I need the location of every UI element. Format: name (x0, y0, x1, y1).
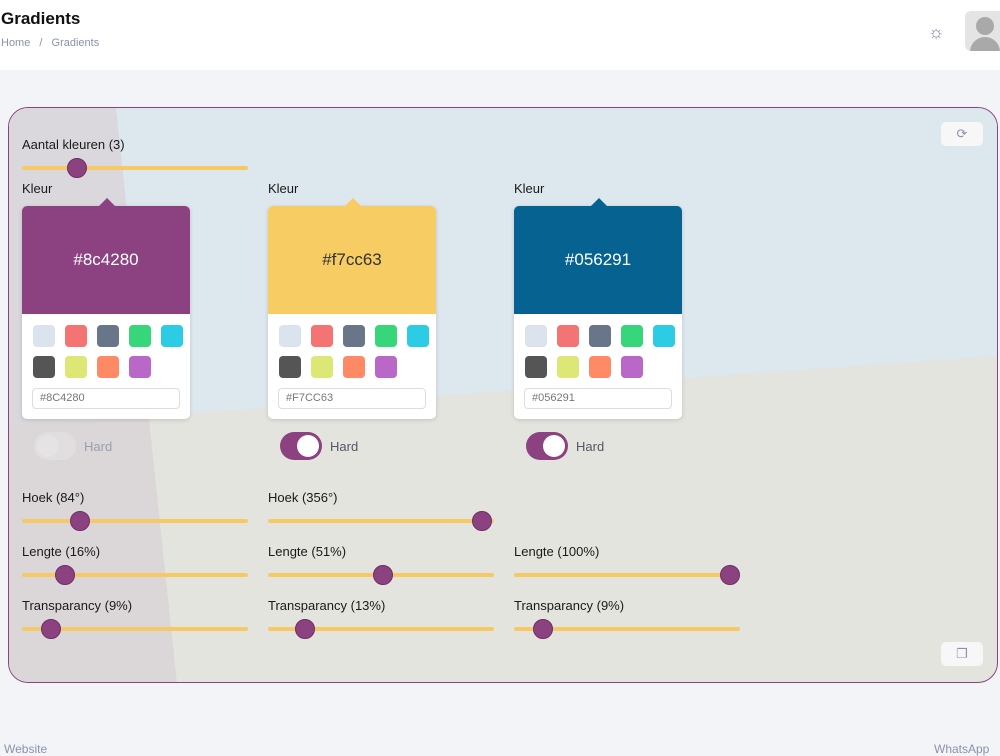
palette-swatch[interactable] (621, 325, 643, 347)
breadcrumb-home[interactable]: Home (1, 37, 31, 49)
rotate-icon: ⟳ (956, 126, 968, 141)
palette-swatch[interactable] (589, 325, 611, 347)
rotate-button[interactable]: ⟳ (941, 122, 983, 146)
palette-swatch[interactable] (65, 356, 87, 378)
color-hex-display: #056291 (564, 250, 632, 269)
breadcrumb-current: Gradients (51, 37, 100, 49)
slider-thumb[interactable] (54, 565, 75, 585)
angle-slider[interactable] (268, 511, 494, 531)
length-slider[interactable] (514, 565, 740, 585)
slider-thumb[interactable] (67, 158, 88, 178)
angle-label: Hoek (84°) (22, 490, 85, 505)
transparency-slider[interactable] (22, 619, 248, 639)
palette-swatch[interactable] (311, 325, 333, 347)
slider-thumb[interactable] (70, 511, 91, 531)
palette-swatch[interactable] (343, 356, 365, 378)
palette-swatch[interactable] (279, 356, 301, 378)
transparency-label: Transparancy (13%) (268, 598, 386, 613)
color-label: Kleur (514, 181, 545, 196)
palette-swatch[interactable] (557, 356, 579, 378)
hard-label: Hard (330, 439, 359, 454)
hard-label: Hard (576, 439, 605, 454)
palette-swatch[interactable] (525, 356, 547, 378)
palette-swatch[interactable] (279, 325, 301, 347)
length-label: Lengte (100%) (514, 544, 600, 559)
palette-swatch[interactable] (653, 325, 675, 347)
palette-swatch[interactable] (129, 356, 151, 378)
hard-toggle[interactable] (34, 432, 76, 460)
transparency-slider[interactable] (268, 619, 494, 639)
angle-slider[interactable] (22, 511, 248, 531)
transparency-slider[interactable] (514, 619, 740, 639)
slider-thumb[interactable] (720, 565, 740, 585)
copy-icon: ❐ (956, 646, 968, 661)
palette-swatch[interactable] (65, 325, 87, 347)
transparency-label: Transparancy (9%) (514, 598, 625, 613)
palette-swatch[interactable] (161, 325, 183, 347)
color-hex-display: #8c4280 (73, 250, 139, 269)
footer-website-link[interactable]: Website (4, 742, 48, 756)
color-label: Kleur (22, 181, 53, 196)
transparency-label: Transparancy (9%) (22, 598, 133, 613)
slider-thumb[interactable] (40, 619, 61, 639)
color-count-slider[interactable] (22, 158, 248, 178)
palette-swatch[interactable] (33, 325, 55, 347)
footer-whatsapp-link[interactable]: WhatsApp (934, 742, 990, 756)
palette-swatch[interactable] (97, 356, 119, 378)
angle-label: Hoek (356°) (268, 490, 338, 505)
breadcrumb: Home / Gradients (1, 37, 105, 49)
hex-input[interactable]: #8C4280 (32, 388, 180, 409)
page-title: Gradients (1, 9, 81, 28)
palette-swatch[interactable] (525, 325, 547, 347)
avatar[interactable] (965, 11, 1000, 51)
palette-swatch[interactable] (97, 325, 119, 347)
length-label: Lengte (16%) (22, 544, 101, 559)
length-slider[interactable] (22, 565, 248, 585)
palette-swatch[interactable] (311, 356, 333, 378)
breadcrumb-separator: / (39, 37, 43, 49)
header: Gradients Home / Gradients ☼ (0, 0, 1000, 70)
palette-swatch[interactable] (407, 325, 429, 347)
palette-swatch[interactable] (33, 356, 55, 378)
palette-swatch[interactable] (557, 325, 579, 347)
palette-swatch[interactable] (621, 356, 643, 378)
color-preview: #056291 (514, 206, 682, 314)
color-picker-card: #8c4280 #8C4280 (22, 198, 190, 419)
copy-button[interactable]: ❐ (941, 642, 983, 666)
color-picker-card: #056291 #056291 (514, 198, 682, 419)
palette-swatch[interactable] (375, 356, 397, 378)
color-preview: #8c4280 (22, 206, 190, 314)
color-hex-display: #f7cc63 (322, 250, 382, 269)
theme-toggle-icon[interactable]: ☼ (927, 22, 945, 42)
hex-input[interactable]: #056291 (524, 388, 672, 409)
hex-input[interactable]: #F7CC63 (278, 388, 426, 409)
color-count-label: Aantal kleuren (3) (22, 137, 125, 152)
length-slider[interactable] (268, 565, 494, 585)
palette-swatch[interactable] (589, 356, 611, 378)
palette-swatch[interactable] (375, 325, 397, 347)
slider-thumb[interactable] (471, 511, 492, 531)
hard-toggle[interactable] (280, 432, 322, 460)
length-label: Lengte (51%) (268, 544, 347, 559)
palette-swatch[interactable] (343, 325, 365, 347)
slider-thumb[interactable] (294, 619, 315, 639)
slider-thumb[interactable] (373, 565, 394, 585)
hard-toggle[interactable] (526, 432, 568, 460)
slider-thumb[interactable] (532, 619, 553, 639)
hard-label: Hard (84, 439, 113, 454)
color-label: Kleur (268, 181, 299, 196)
palette-swatch[interactable] (129, 325, 151, 347)
color-preview: #f7cc63 (268, 206, 436, 314)
color-picker-card: #f7cc63 #F7CC63 (268, 198, 436, 419)
